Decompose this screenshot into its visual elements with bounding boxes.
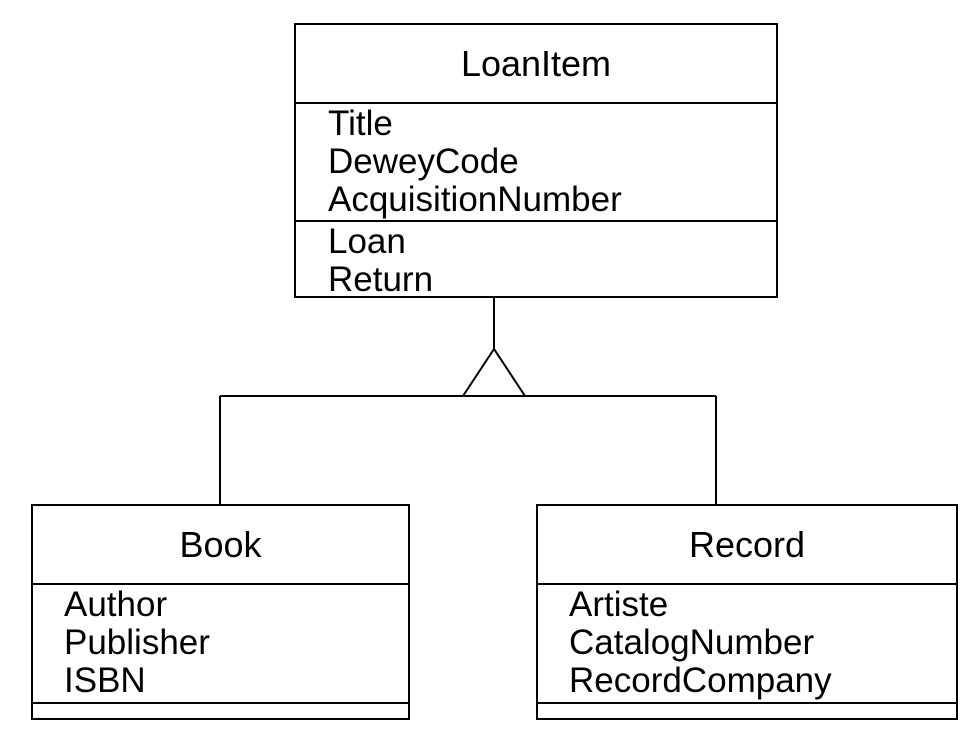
book-attribute-author: Author: [64, 585, 168, 624]
generalization-arrowhead: [461, 347, 527, 397]
book-class-name: Book: [33, 506, 408, 585]
record-attribute-list: Artiste CatalogNumber RecordCompany: [569, 585, 956, 700]
book-attribute-list: Author Publisher ISBN: [64, 585, 408, 700]
loanitem-operation-list: Loan Return: [328, 222, 776, 299]
loanitem-operation-return: Return: [328, 260, 434, 299]
loanitem-attribute-acquisitionnumber: AcquisitionNumber: [328, 180, 622, 219]
record-attribute-recordcompany: RecordCompany: [569, 661, 832, 700]
record-attributes: Artiste CatalogNumber RecordCompany: [538, 585, 956, 704]
record-attribute-artiste: Artiste: [569, 585, 669, 624]
book-attribute-publisher: Publisher: [64, 623, 210, 662]
record-class: Record Artiste CatalogNumber RecordCompa…: [536, 504, 958, 720]
loanitem-attributes: Title DeweyCode AcquisitionNumber: [296, 104, 776, 222]
record-operations: [538, 704, 956, 718]
book-attribute-isbn: ISBN: [64, 661, 146, 700]
record-attribute-catalognumber: CatalogNumber: [569, 623, 815, 662]
loanitem-attribute-title: Title: [328, 104, 393, 143]
book-operations: [33, 704, 408, 718]
book-attributes: Author Publisher ISBN: [33, 585, 408, 704]
loanitem-attribute-list: Title DeweyCode AcquisitionNumber: [328, 104, 776, 219]
loanitem-attribute-deweycode: DeweyCode: [328, 142, 519, 181]
record-class-name: Record: [538, 506, 956, 585]
loanitem-class: LoanItem Title DeweyCode AcquisitionNumb…: [294, 23, 778, 299]
loanitem-operations: Loan Return: [296, 222, 776, 299]
book-class: Book Author Publisher ISBN: [31, 504, 410, 720]
loanitem-operation-loan: Loan: [328, 222, 406, 261]
loanitem-class-name: LoanItem: [296, 25, 776, 104]
